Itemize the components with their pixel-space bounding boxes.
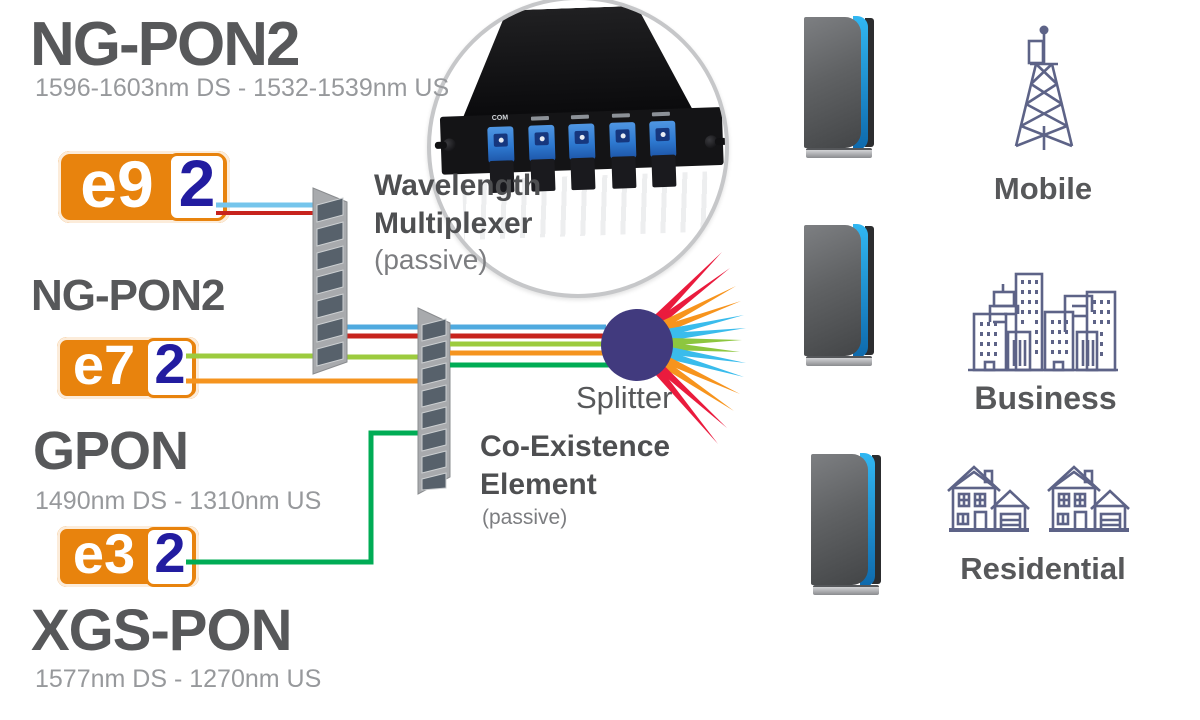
heading-xgspon: XGS-PON — [31, 598, 292, 663]
cell-tower-icon — [1014, 25, 1074, 150]
thumbscrew-stem — [714, 137, 725, 146]
ont-tower — [804, 224, 874, 366]
port-label-mark — [651, 111, 670, 117]
sc-ferrule — [534, 132, 549, 146]
port-label-mark — [570, 114, 590, 120]
badge-e7-name: e7 — [72, 333, 136, 397]
com-port-label: COM — [491, 114, 509, 122]
heading-ngpon2-top: NG-PON2 — [30, 10, 300, 79]
ont-tower — [811, 453, 881, 595]
sc-ferrule — [615, 129, 630, 143]
sc-boot — [570, 157, 596, 191]
cassette-body — [458, 4, 694, 120]
city-buildings-icon — [968, 272, 1118, 372]
wavelength-multiplexer-qualifier: (passive) — [374, 244, 488, 275]
wavelength-multiplexer-shape — [312, 187, 348, 375]
badge-e7-num: 2 — [145, 336, 195, 398]
sc-connector — [528, 115, 556, 192]
splitter-node — [601, 309, 673, 381]
sc-boot — [651, 154, 677, 188]
olt-badge-e9: e9 2 — [58, 146, 230, 223]
heading-ngpon2-mid: NG-PON2 — [31, 271, 225, 320]
port-label-mark — [530, 115, 550, 121]
badge-e3-num: 2 — [145, 524, 195, 587]
co-existence-label-1: Co-Existence — [480, 430, 671, 463]
sc-connector — [609, 113, 637, 189]
mux-photo-circle: COM — [427, 0, 729, 298]
destination-label-mobile: Mobile — [993, 171, 1093, 206]
sc-connector — [568, 114, 596, 191]
badge-e9-num: 2 — [168, 150, 226, 221]
wavelength-multiplexer-label-2: Multiplexer — [374, 207, 533, 240]
heading-gpon: GPON — [33, 421, 189, 481]
olt-badge-e7: e7 2 — [57, 333, 199, 399]
splitter-label: Splitter — [576, 380, 673, 415]
ont-tower — [804, 16, 874, 158]
co-existence-element-shape — [417, 307, 451, 495]
subtitle-ngpon2-top: 1596-1603nm DS - 1532-1539nm US — [35, 74, 450, 102]
co-existence-qualifier: (passive) — [482, 506, 568, 529]
thumbscrew-stem — [434, 141, 447, 149]
badge-e9-name: e9 — [80, 146, 154, 221]
wavelength-multiplexer-label-1: Wavelength — [374, 169, 542, 202]
co-existence-label-2: Element — [480, 468, 597, 501]
houses-icon — [946, 465, 1131, 532]
sc-connector — [649, 111, 677, 188]
subtitle-xgspon: 1577nm DS - 1270nm US — [35, 665, 322, 693]
sc-boot — [611, 156, 637, 189]
sc-ferrule — [493, 133, 508, 147]
port-label-mark — [611, 113, 630, 118]
sc-ferrule — [655, 127, 670, 142]
sc-connector: COM — [487, 114, 515, 194]
badge-e3-name: e3 — [72, 521, 136, 585]
subtitle-gpon: 1490nm DS - 1310nm US — [35, 487, 322, 515]
olt-badge-e3: e3 2 — [57, 521, 199, 587]
sc-ferrule — [574, 130, 589, 145]
destination-label-residential: Residential — [960, 551, 1126, 586]
destination-label-business: Business — [974, 380, 1117, 416]
